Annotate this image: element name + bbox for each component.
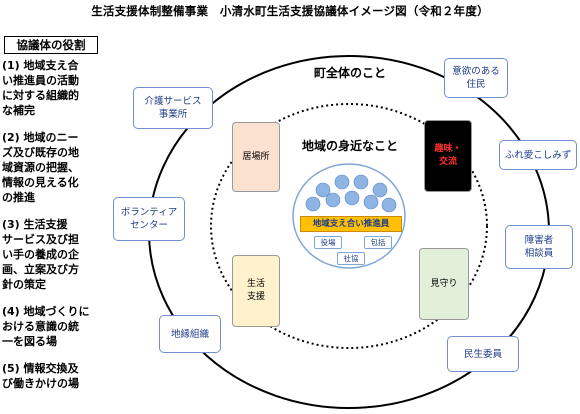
role-item: (3) 生活支援 サービス及び担 い手の養成の企 画、立案及び方 針の策定 bbox=[2, 218, 79, 291]
roles-heading: 協議体の役割 bbox=[4, 36, 98, 54]
supporter-bar: 地域支え合い推進員 bbox=[300, 216, 402, 232]
outer-ring-label: 町全体のこと bbox=[313, 66, 386, 80]
shakyo-tag: 社協 bbox=[337, 252, 365, 265]
regional-org-box: 地縁組織 bbox=[159, 315, 221, 353]
fureai-box: ふれ愛こしみず bbox=[499, 140, 577, 170]
welfare-commissioner-box: 民生委員 bbox=[447, 336, 519, 372]
care-services-box: 介護サービス 事業所 bbox=[133, 87, 213, 129]
ibasho-box: 居場所 bbox=[232, 122, 280, 192]
role-item: (1) 地域支え合 い推進員の活動 に対する組織的 な補完 bbox=[2, 59, 79, 117]
seikatsu-shien-box: 生活 支援 bbox=[232, 255, 280, 327]
page-title: 生活支援体制整備事業 小清水町生活支援協議体イメージ図（令和２年度） bbox=[91, 4, 489, 18]
role-item: (5) 情報交換及 び働きかけの場 bbox=[2, 362, 79, 390]
people-icon bbox=[305, 174, 397, 213]
roles-list: (1) 地域支え合 い推進員の活動 に対する組織的 な補完 (2) 地域のニー … bbox=[2, 58, 102, 403]
yakuba-tag: 役場 bbox=[314, 236, 342, 249]
inner-ring-label: 地域の身近なこと bbox=[301, 139, 398, 153]
disability-counselor-box: 障害者 相談員 bbox=[505, 225, 573, 269]
mimamori-box: 見守り bbox=[419, 248, 469, 320]
role-item: (4) 地域づくりに おける意識の統 一を図る場 bbox=[2, 305, 90, 348]
volunteer-center-box: ボランティア センター bbox=[113, 197, 185, 241]
houkatsu-tag: 包括 bbox=[364, 236, 392, 249]
role-item: (2) 地域のニー ズ及び既存の地 域資源の把握、 情報の見える化 の推進 bbox=[2, 131, 79, 204]
shumi-koryu-box: 趣味・ 交流 bbox=[424, 120, 472, 192]
motivated-residents-box: 意欲のある 住民 bbox=[444, 58, 508, 98]
inner-circle bbox=[210, 103, 488, 349]
